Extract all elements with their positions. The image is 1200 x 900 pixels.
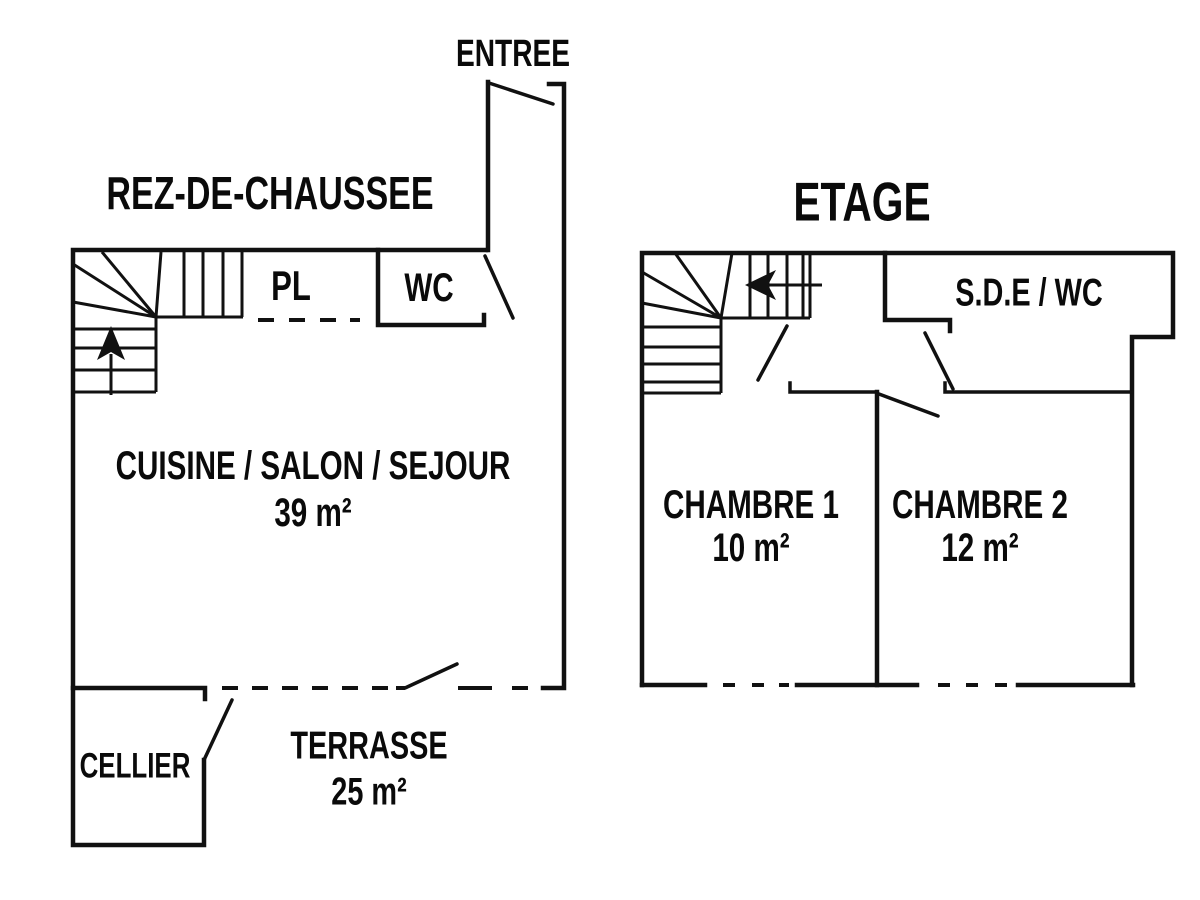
uf-stair-down-arrow-icon bbox=[745, 270, 776, 300]
upper-floor-plan bbox=[639, 250, 1176, 688]
uf-hall-wall-right bbox=[943, 381, 1134, 394]
room-label-pl: PL bbox=[271, 262, 311, 309]
room-label-wc: WC bbox=[404, 266, 454, 310]
uf-stair-winders bbox=[641, 252, 734, 320]
gf-stair-winders bbox=[72, 251, 163, 319]
room-label-cellar: CELLIER bbox=[79, 746, 191, 786]
ground-floor-plan bbox=[70, 79, 567, 848]
room-label-bathroom: S.D.E / WC bbox=[955, 271, 1103, 315]
gf-wc-door-leaf bbox=[483, 254, 515, 320]
entrance-label: ENTREE bbox=[455, 33, 571, 75]
uf-bathroom-door-leaf bbox=[923, 331, 955, 391]
room-area-bedroom2: 12 m² bbox=[941, 526, 1019, 570]
gf-outline-walls bbox=[70, 247, 489, 848]
upper-floor-title: ETAGE bbox=[793, 170, 931, 233]
uf-bathroom-walls bbox=[882, 250, 953, 334]
gf-cellar-door-leaf bbox=[202, 698, 234, 762]
gf-staircase bbox=[72, 251, 244, 395]
gf-entry-door-leaf bbox=[487, 81, 555, 106]
gf-wc-walls bbox=[375, 247, 487, 328]
room-label-living: CUISINE / SALON / SEJOUR bbox=[115, 444, 511, 488]
gf-terrace-door-leaf bbox=[403, 662, 459, 690]
gf-stair-lower-run bbox=[73, 317, 158, 394]
uf-staircase bbox=[641, 252, 822, 395]
room-area-bedroom1: 10 m² bbox=[712, 526, 790, 570]
gf-stair-up-arrow-icon bbox=[97, 326, 125, 360]
uf-bedroom1-door-leaf bbox=[756, 324, 789, 382]
room-label-bedroom1: CHAMBRE 1 bbox=[663, 483, 839, 527]
uf-stair-lower-run bbox=[642, 318, 723, 395]
uf-outline-walls bbox=[639, 250, 1176, 688]
ground-floor-title: REZ-DE-CHAUSSEE bbox=[106, 167, 434, 219]
gf-entry-right-wall bbox=[540, 81, 567, 691]
room-area-terrace: 25 m² bbox=[331, 770, 407, 814]
uf-hall-wall-left bbox=[788, 381, 879, 394]
uf-bedroom2-door-leaf bbox=[877, 392, 940, 418]
room-area-living: 39 m² bbox=[274, 491, 352, 535]
gf-stair-upper-run bbox=[156, 252, 244, 319]
gf-cellar-top-wall bbox=[70, 685, 208, 702]
room-label-bedroom2: CHAMBRE 2 bbox=[892, 483, 1068, 527]
room-label-terrace: TERRASSE bbox=[290, 724, 448, 768]
